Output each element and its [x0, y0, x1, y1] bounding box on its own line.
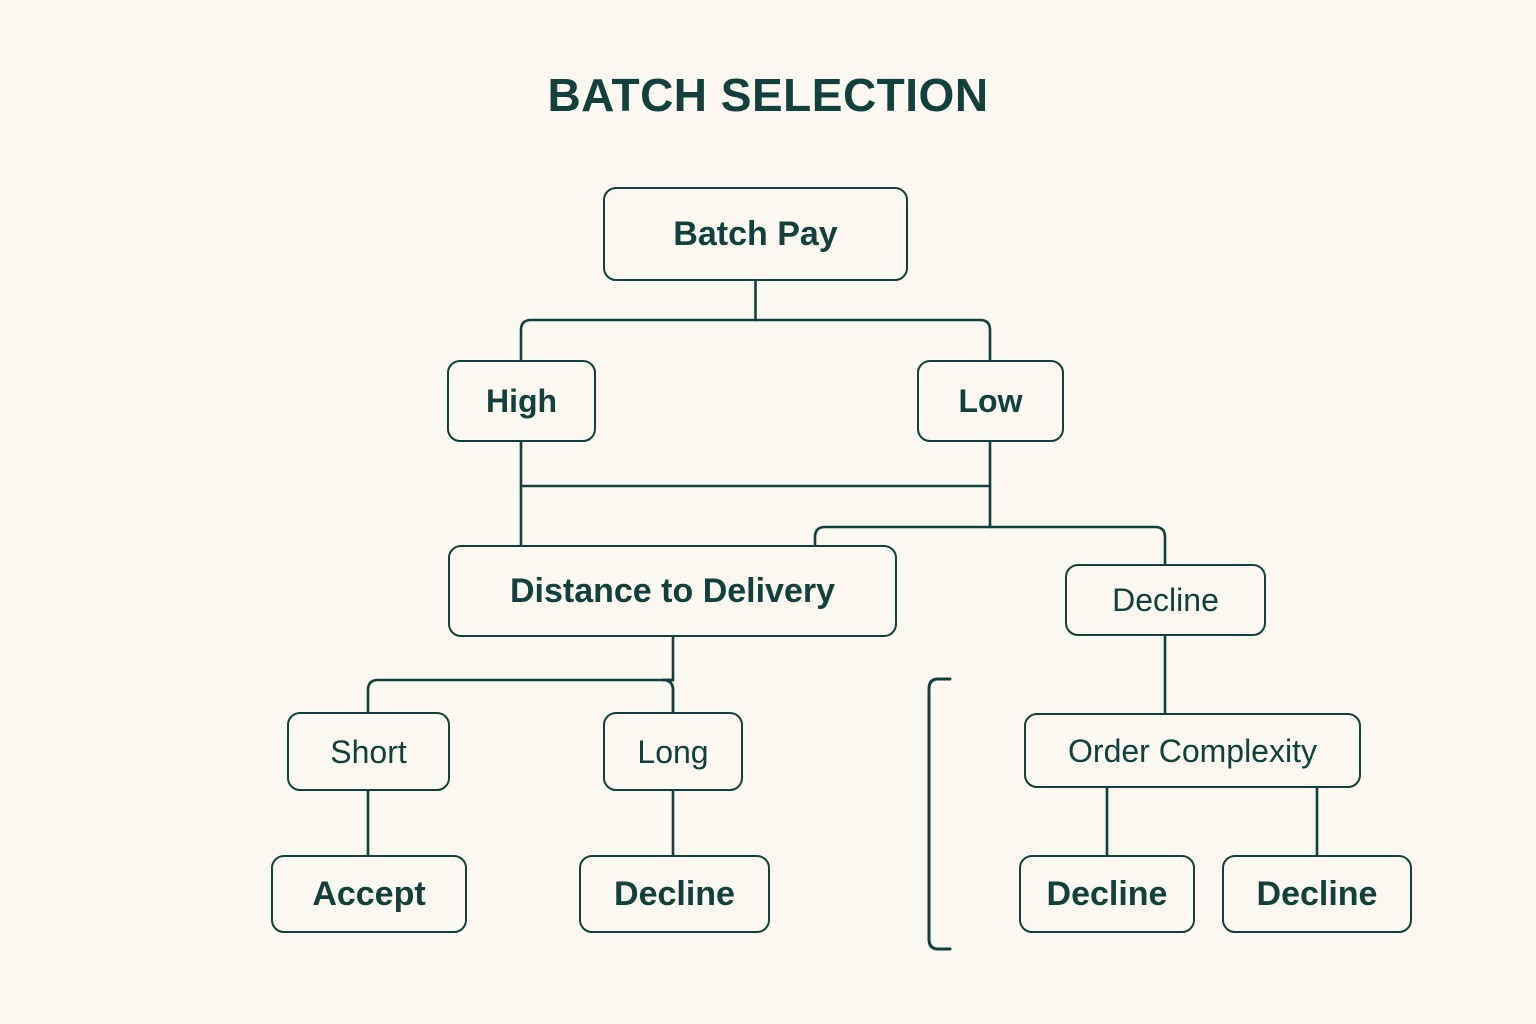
node-low[interactable]: Low [917, 360, 1064, 442]
edge-distance-to-long-right [661, 678, 675, 714]
node-label: High [485, 383, 558, 419]
node-long[interactable]: Long [603, 712, 743, 791]
edge-distance-to-long [661, 678, 675, 714]
edge-distance-to-short [366, 678, 675, 714]
node-label: Decline [1256, 875, 1378, 913]
node-decline-long[interactable]: Decline [579, 855, 770, 933]
node-batch-pay[interactable]: Batch Pay [603, 187, 908, 281]
node-distance-to-delivery[interactable]: Distance to Delivery [448, 545, 897, 637]
edge-low-to-distance [813, 525, 992, 547]
node-order-complexity[interactable]: Order Complexity [1024, 713, 1361, 788]
node-decline-complex[interactable]: Decline [1222, 855, 1412, 933]
node-label: Distance to Delivery [509, 572, 836, 610]
node-label: Long [637, 733, 709, 770]
edge-low-to-decline [988, 525, 1167, 566]
node-label: Batch Pay [673, 215, 838, 253]
node-accept[interactable]: Accept [271, 855, 467, 933]
node-short[interactable]: Short [287, 712, 450, 791]
node-high[interactable]: High [447, 360, 596, 442]
edge-batchpay-to-high [519, 318, 757, 362]
group-bracket [927, 677, 952, 951]
node-decline-low[interactable]: Decline [1065, 564, 1266, 636]
node-label: Low [958, 383, 1023, 419]
node-label: Decline [1046, 875, 1168, 913]
node-label: Order Complexity [1068, 732, 1317, 769]
page-title: BATCH SELECTION [547, 69, 989, 121]
edge-batchpay-to-low [754, 318, 992, 362]
node-label: Decline [1112, 582, 1219, 618]
node-label: Decline [614, 875, 735, 913]
node-decline-simple[interactable]: Decline [1019, 855, 1195, 933]
node-label: Accept [312, 875, 426, 913]
node-label: Short [330, 733, 407, 770]
